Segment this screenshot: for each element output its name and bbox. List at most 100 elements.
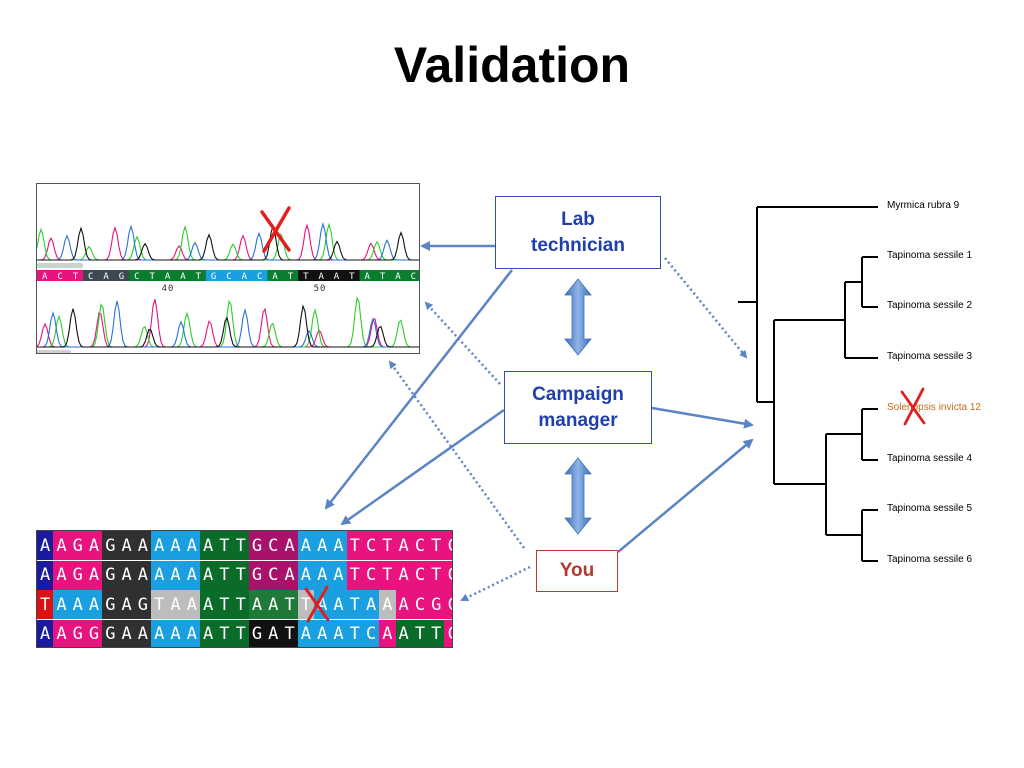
alignment-base: A — [199, 590, 217, 619]
alignment-base: G — [248, 531, 266, 560]
alignment-base: A — [183, 619, 200, 647]
alignment-base: A — [85, 531, 103, 560]
chromatogram-base-letter: A — [318, 272, 324, 282]
chromatogram-base-cell — [405, 270, 419, 281]
alignment-base: T — [281, 590, 298, 619]
chromatogram-base-cell — [83, 270, 99, 281]
alignment-base: A — [134, 619, 152, 647]
chromatogram-trace-black — [37, 224, 419, 261]
tree-leaf-label: Solenopsis invicta 12 — [887, 402, 981, 413]
alignment-base: T — [346, 560, 363, 590]
alignment-base: C — [265, 531, 282, 560]
alignment-base: C — [411, 590, 429, 619]
chromatogram-scroll-bottom — [37, 350, 71, 353]
alignment-base: T — [346, 590, 363, 619]
alignment-base: G — [248, 560, 266, 590]
chromatogram-base-cell — [252, 270, 268, 281]
alignment-base: T — [216, 590, 233, 619]
alignment-row: AAGAGAAAAAATTGCAAAATCTACTC — [37, 531, 452, 560]
alignment-base: G — [428, 590, 445, 619]
chromatogram-base-letter: A — [242, 272, 248, 282]
alignment-base: A — [330, 560, 347, 590]
chromatogram-base-cell — [328, 270, 345, 281]
chromatogram-base-cell — [67, 270, 84, 281]
alignment-base: T — [428, 560, 445, 590]
chromatogram-base-letter: T — [303, 272, 309, 282]
double-arrow-manager-you — [564, 457, 592, 535]
chromatogram-base-cell — [359, 270, 376, 281]
alignment-base: T — [428, 619, 445, 647]
alignment-base: A — [151, 619, 168, 647]
chromatogram-base-cell — [374, 270, 391, 281]
chromatogram-base-letter: T — [288, 272, 294, 282]
alignment-base: C — [444, 560, 452, 590]
chromatogram-base-cell — [190, 270, 207, 281]
arrow-you-to-tree — [617, 438, 754, 553]
double-arrow-lab-manager — [564, 278, 592, 356]
alignment-base: A — [199, 531, 217, 560]
alignment-base: T — [281, 619, 298, 647]
alignment-base: A — [330, 531, 347, 560]
reject-mark-chromatogram — [260, 206, 291, 253]
alignment-base: G — [69, 560, 86, 590]
alignment-base: A — [379, 590, 396, 619]
alignment-base: T — [379, 560, 396, 590]
alignment-base: T — [232, 590, 249, 619]
alignment-base: C — [444, 619, 452, 647]
chromatogram-base-letter: C — [411, 272, 416, 282]
alignment-base: T — [232, 560, 249, 590]
tree-leaf-label: Tapinoma sessile 5 — [887, 503, 973, 514]
alignment-base: A — [395, 560, 412, 590]
chromatogram-base-cell — [267, 270, 284, 281]
alignment-base: C — [362, 619, 380, 647]
chromatogram-base-letter: T — [349, 272, 355, 282]
alignment-base: G — [248, 619, 266, 647]
alignment-base: A — [265, 590, 282, 619]
alignment-base: C — [265, 560, 282, 590]
alignment-base: A — [281, 560, 298, 590]
chromatogram-base-letter: A — [103, 272, 109, 282]
alignment-base: T — [216, 531, 233, 560]
alignment-base: A — [330, 590, 347, 619]
alignment-row: TAAAGAGTAAATTAATTAATAAACGC — [37, 590, 452, 619]
chromatogram-base-cell — [113, 270, 130, 281]
alignment-base: A — [37, 619, 54, 647]
alignment-base: A — [379, 619, 396, 647]
alignment-base: G — [69, 531, 86, 560]
chromatogram-base-letter: G — [119, 272, 124, 282]
alignment-base: A — [134, 531, 152, 560]
alignment-row: AAGAGAAAAAATTGCAAAATCTACTC — [37, 560, 452, 590]
sequence-alignment-panel: AAGAGAAAAAATTGCAAAATCTACTCAAGAGAAAAAATTG… — [36, 530, 453, 648]
campaign-manager-label-line2: manager — [538, 409, 618, 431]
alignment-base: G — [102, 560, 119, 590]
chromatogram-base-cell — [282, 270, 299, 281]
alignment-base: A — [167, 531, 184, 560]
alignment-base: A — [265, 619, 282, 647]
chromatogram-base-letter: A — [334, 272, 340, 282]
alignment-base: T — [346, 619, 363, 647]
chromatogram-base-cell — [236, 270, 253, 281]
chromatogram-base-letter: A — [272, 272, 278, 282]
chromatogram-base-cell — [175, 270, 192, 281]
alignment-base: G — [85, 619, 103, 647]
alignment-base: C — [411, 560, 429, 590]
alignment-base: T — [216, 619, 233, 647]
arrow-lab-to-alignment — [324, 269, 513, 510]
chromatogram-base-cell — [221, 270, 238, 281]
chromatogram-base-cell — [37, 270, 53, 281]
alignment-base: T — [379, 531, 396, 560]
alignment-base: C — [362, 531, 380, 560]
alignment-base: A — [297, 560, 315, 590]
alignment-base: A — [297, 619, 315, 647]
alignment-base: T — [297, 590, 315, 619]
you-label: You — [559, 560, 595, 581]
alignment-base: A — [118, 531, 135, 560]
alignment-base: C — [411, 531, 429, 560]
alignment-base: A — [85, 590, 103, 619]
alignment-base: A — [85, 560, 103, 590]
chromatogram-base-letter: C — [57, 272, 62, 282]
alignment-base: T — [151, 590, 168, 619]
alignment-base: A — [199, 619, 217, 647]
dotted-arrow-lab-to-tree — [664, 257, 748, 359]
